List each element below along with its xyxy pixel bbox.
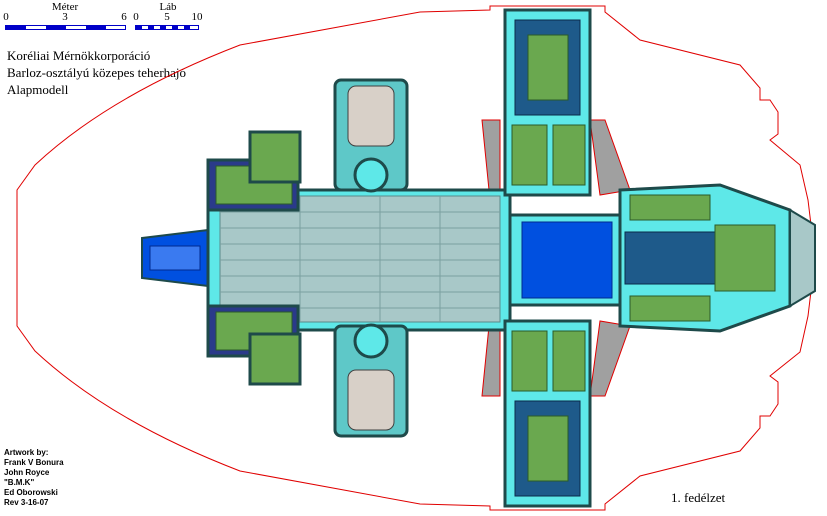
model-label: Alapmodell: [7, 82, 69, 97]
aft-thruster: [789, 208, 816, 308]
ship-class-label: Barloz-osztályú közepes teherhajó: [7, 65, 187, 80]
title-block: Koréliai Mérnökkorporáció Barloz-osztály…: [7, 47, 186, 98]
meter-scale-title: Méter: [51, 1, 79, 13]
manufacturer-label: Koréliai Mérnökkorporáció: [7, 48, 151, 63]
foot-tick-0: 0: [133, 11, 139, 23]
foot-tick-10: 10: [191, 11, 203, 23]
meter-tick-6: 6: [121, 11, 127, 23]
foot-tick-5: 5: [164, 11, 170, 23]
credit-line: Rev 3-16-07: [4, 498, 49, 507]
foot-scale-title: Láb: [159, 1, 177, 13]
deck-label: 1. fedélzet: [671, 490, 726, 505]
foot-scale-bar: [135, 25, 199, 30]
credit-line: Artwork by:: [4, 448, 49, 457]
left-lower-pod-outer: [248, 332, 302, 386]
credit-line: "B.M.K": [4, 478, 35, 487]
lower-wing-grey-right: [589, 320, 631, 397]
meter-tick-3: 3: [62, 11, 68, 23]
meter-tick-0: 0: [3, 11, 9, 23]
left-upper-pod-outer: [248, 130, 302, 184]
upper-wing-grey-left: [481, 119, 501, 201]
credits: Artwork by: Frank V Bonura John Royce "B…: [4, 448, 64, 508]
credit-line: John Royce: [4, 468, 50, 477]
credit-line: Frank V Bonura: [4, 458, 64, 467]
credit-line: Ed Oborowski: [4, 488, 58, 497]
meter-scale-bar: [5, 25, 126, 30]
upper-wing-grey-right: [589, 119, 631, 196]
